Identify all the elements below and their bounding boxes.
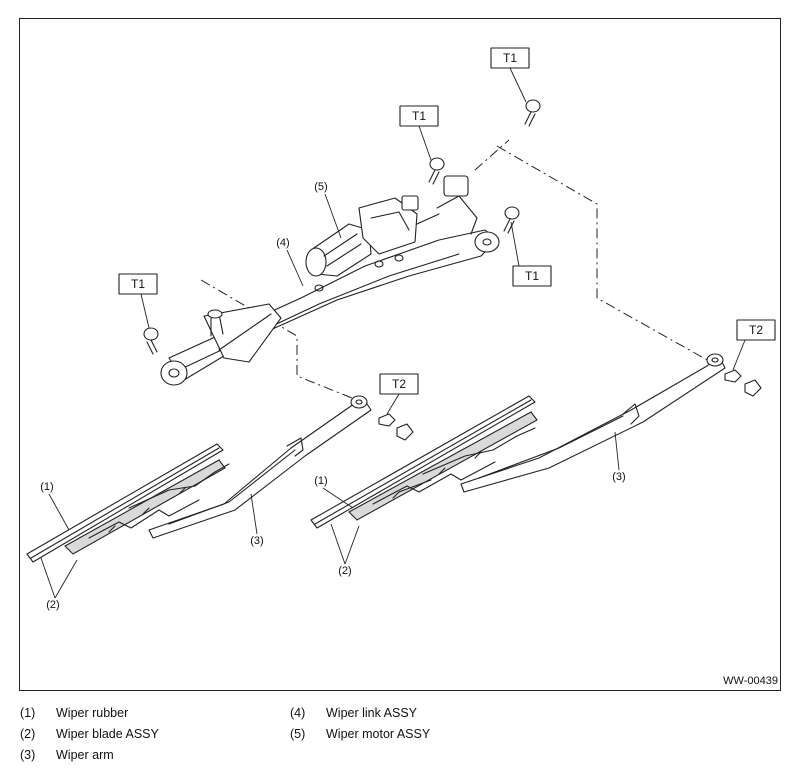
torque-tag-text: T1 <box>503 51 517 65</box>
legend-item: (2) Wiper blade ASSY <box>20 727 159 741</box>
torque-tag-t1-middle: T1 <box>399 105 439 161</box>
legend-item: (1) Wiper rubber <box>20 706 128 720</box>
legend-number: (4) <box>290 706 306 720</box>
torque-tag-text: T1 <box>412 109 426 123</box>
legend-item: (5) Wiper motor ASSY <box>290 727 430 741</box>
wiper-motor-assy <box>305 195 440 277</box>
torque-tag-text: T1 <box>131 277 145 291</box>
callout-5: (5) <box>314 181 342 239</box>
legend-label: Wiper blade ASSY <box>56 727 159 741</box>
svg-text:(3): (3) <box>250 535 263 547</box>
callout-1-right: (1) <box>314 475 354 509</box>
wiper-link-assy <box>160 175 500 386</box>
wiper-blade-right <box>310 395 538 529</box>
nut-cap-left <box>378 413 414 441</box>
torque-tag-t2-left: T2 <box>379 373 419 415</box>
legend-item: (4) Wiper link ASSY <box>290 706 417 720</box>
legend-label: Wiper link ASSY <box>326 706 418 720</box>
bolt-t1-middle <box>428 157 445 185</box>
torque-tag-text: T2 <box>392 377 406 391</box>
torque-tag-text: T1 <box>525 269 539 283</box>
callout-3-right: (3) <box>612 431 626 483</box>
bolt-t1-top <box>524 99 541 127</box>
svg-text:(3): (3) <box>612 471 625 483</box>
bolt-t1-left <box>143 327 159 355</box>
alignment-line-right <box>496 145 710 362</box>
figure-reference-code: WW-00439 <box>723 675 778 687</box>
legend-number: (2) <box>20 727 36 741</box>
legend-label: Wiper arm <box>56 748 114 762</box>
svg-text:(4): (4) <box>276 237 289 249</box>
legend-label: Wiper motor ASSY <box>326 727 431 741</box>
alignment-line-top <box>474 139 510 171</box>
bolt-t1-right <box>503 206 520 234</box>
legend-number: (3) <box>20 748 36 762</box>
legend-number: (1) <box>20 706 36 720</box>
torque-tag-t1-top: T1 <box>490 47 530 103</box>
svg-text:(2): (2) <box>338 565 351 577</box>
svg-text:(1): (1) <box>40 481 53 493</box>
wiper-blade-left <box>26 443 230 563</box>
svg-text:(1): (1) <box>314 475 327 487</box>
torque-tag-t1-left: T1 <box>118 273 158 329</box>
callout-4: (4) <box>276 237 304 287</box>
wiper-exploded-diagram: T1 T1 T1 T1 T2 T2 (5) (4) (3) (3) <box>26 47 776 611</box>
nut-cap-right <box>724 369 762 397</box>
callout-1-left: (1) <box>40 481 70 531</box>
legend-number: (5) <box>290 727 306 741</box>
figure-frame <box>19 18 781 691</box>
legend-label: Wiper rubber <box>56 706 129 720</box>
svg-text:(5): (5) <box>314 181 327 193</box>
svg-text:(2): (2) <box>46 599 59 611</box>
callout-3-left: (3) <box>250 493 264 547</box>
wiper-arm-right <box>460 353 726 493</box>
callout-2-right: (2) <box>330 523 360 577</box>
torque-tag-t2-right: T2 <box>732 319 776 371</box>
callout-2-left: (2) <box>40 557 78 611</box>
torque-tag-t1-right: T1 <box>510 221 552 287</box>
legend-item: (3) Wiper arm <box>20 748 114 762</box>
torque-tag-text: T2 <box>749 323 763 337</box>
wiper-arm-left <box>148 395 372 539</box>
